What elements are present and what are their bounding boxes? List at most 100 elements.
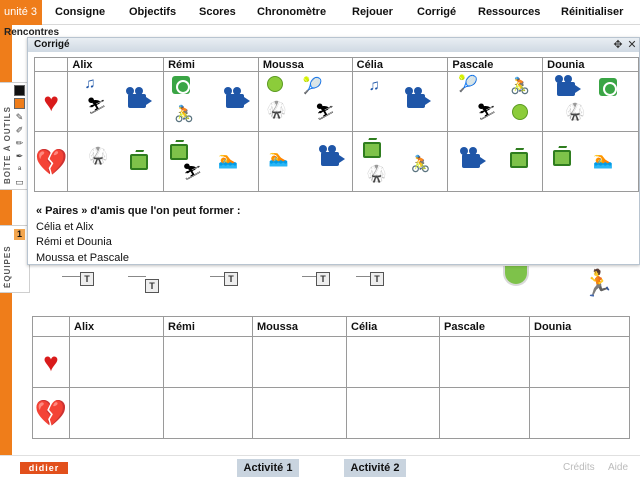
nav-consigne[interactable]: Consigne bbox=[55, 6, 106, 18]
activity-1-button[interactable]: Activité 1 bbox=[237, 459, 299, 477]
drop-zone-line bbox=[302, 276, 318, 277]
runner-icon[interactable]: 🏃 bbox=[582, 268, 615, 298]
drop-cell[interactable] bbox=[439, 336, 530, 388]
row-label-dislike: 💔 bbox=[32, 387, 70, 439]
vegetable-icon bbox=[512, 104, 529, 120]
teams-count-badge: 1 bbox=[14, 229, 25, 240]
nav-ressources[interactable]: Ressources bbox=[478, 6, 541, 18]
row-label-dislike: 💔 bbox=[33, 131, 69, 192]
exercise-table: Alix Rémi Moussa Célia Pascale Dounia ♥ … bbox=[32, 316, 630, 439]
nav-objectifs[interactable]: Objectifs bbox=[129, 6, 177, 18]
nav-corrige[interactable]: Corrigé bbox=[417, 6, 457, 18]
activity-2-button[interactable]: Activité 2 bbox=[344, 459, 406, 477]
drop-cell[interactable] bbox=[252, 336, 347, 388]
karate-icon: 🥋 bbox=[266, 102, 287, 119]
drop-cell[interactable] bbox=[439, 387, 530, 439]
television-icon bbox=[553, 150, 572, 166]
column-header: Célia bbox=[351, 57, 449, 72]
music-icon: ♫ bbox=[84, 75, 96, 92]
brush-icon[interactable]: ✒ bbox=[15, 151, 24, 161]
cyclist-icon: 🚴 bbox=[510, 78, 531, 95]
panel-titlebar[interactable]: Corrigé ✥ ✕ bbox=[28, 38, 639, 52]
skier-icon: ⛷ bbox=[86, 98, 107, 115]
drop-cell[interactable] bbox=[163, 336, 253, 388]
column-header: Rémi bbox=[163, 57, 259, 72]
footer: didier Activité 1 Activité 2 Crédits Aid… bbox=[0, 455, 640, 480]
move-icon[interactable]: ✥ bbox=[613, 39, 623, 51]
drop-cell[interactable] bbox=[346, 387, 440, 439]
tennis-player-icon: 🎾 bbox=[302, 78, 323, 95]
celia-dislikes: 🥋 🚴 bbox=[351, 131, 449, 192]
column-header: Alix bbox=[67, 57, 165, 72]
drop-zone-line bbox=[356, 276, 372, 277]
column-header: Pascale bbox=[439, 316, 530, 337]
card-tag[interactable]: T bbox=[80, 272, 94, 286]
panel-title: Corrigé bbox=[34, 39, 70, 50]
corner-cell bbox=[33, 57, 69, 72]
credits-link[interactable]: Crédits bbox=[563, 462, 595, 473]
column-header: Rémi bbox=[163, 316, 253, 337]
marker-icon[interactable]: ✏ bbox=[15, 138, 24, 148]
close-icon[interactable]: ✕ bbox=[627, 39, 637, 51]
celia-likes: ♫ bbox=[351, 71, 449, 132]
film-camera-icon bbox=[224, 87, 251, 108]
food-icon bbox=[599, 78, 618, 96]
drop-zone-line bbox=[128, 276, 146, 277]
broken-heart-icon: 💔 bbox=[35, 146, 68, 177]
row-label-like: ♥ bbox=[32, 336, 70, 388]
swimmer-icon: 🏊 bbox=[593, 152, 614, 169]
food-icon bbox=[172, 76, 191, 94]
drop-cell[interactable] bbox=[69, 336, 164, 388]
card-tag[interactable]: T bbox=[316, 272, 330, 286]
vegetable-icon bbox=[266, 76, 283, 92]
karate-icon: 🥋 bbox=[565, 104, 586, 121]
card-tag[interactable]: T bbox=[145, 279, 159, 293]
text-tool-icon[interactable]: ᵃ bbox=[17, 164, 22, 174]
pascale-dislikes bbox=[447, 131, 544, 192]
drop-cell[interactable] bbox=[529, 336, 630, 388]
karate-icon: 🥋 bbox=[366, 166, 387, 183]
nav-chronometre[interactable]: Chronomètre bbox=[257, 6, 327, 18]
card-tag[interactable]: T bbox=[370, 272, 384, 286]
drop-zone-line bbox=[62, 276, 82, 277]
answer-table: Alix Rémi Moussa Célia Pascale Dounia ♥ … bbox=[33, 57, 639, 192]
teams-label: ÉQUIPES bbox=[3, 245, 12, 288]
skier-icon: ⛷ bbox=[314, 104, 336, 121]
black-color-swatch[interactable] bbox=[14, 85, 25, 96]
skier-icon: ⛷ bbox=[182, 164, 203, 181]
pencil-icon[interactable]: ✎ bbox=[15, 112, 24, 122]
film-camera-icon bbox=[318, 145, 345, 166]
section-title: Rencontres bbox=[4, 27, 60, 38]
heart-icon: ♥ bbox=[43, 86, 59, 117]
remi-dislikes: ⛷ 🏊 bbox=[163, 131, 259, 192]
film-camera-icon bbox=[126, 87, 153, 108]
help-link[interactable]: Aide bbox=[608, 462, 629, 473]
music-icon: ♫ bbox=[368, 77, 380, 94]
tennis-player-icon: 🎾 bbox=[458, 76, 479, 93]
card-tag[interactable]: T bbox=[224, 272, 238, 286]
drop-cell[interactable] bbox=[346, 336, 440, 388]
vegetable-icon[interactable] bbox=[503, 266, 529, 286]
drop-cell[interactable] bbox=[163, 387, 253, 439]
drop-cell[interactable] bbox=[252, 387, 347, 439]
cyclist-icon: 🚴 bbox=[410, 156, 431, 173]
nav-scores[interactable]: Scores bbox=[199, 6, 236, 18]
nav-reinitialiser[interactable]: Réinitialiser bbox=[561, 6, 624, 18]
eraser-icon[interactable]: ▭ bbox=[15, 177, 24, 187]
toolbox-label: BOÎTE À OUTILS bbox=[3, 106, 12, 184]
row-label-like: ♥ bbox=[33, 71, 69, 132]
skier-icon: ⛷ bbox=[476, 104, 497, 121]
column-header: Dounia bbox=[542, 57, 639, 72]
orange-color-swatch[interactable] bbox=[14, 98, 25, 109]
dounia-dislikes: 🏊 bbox=[542, 131, 639, 192]
swimmer-icon: 🏊 bbox=[268, 150, 289, 167]
column-header: Moussa bbox=[257, 57, 353, 72]
nav-rejouer[interactable]: Rejouer bbox=[352, 6, 393, 18]
pen-icon[interactable]: ✐ bbox=[15, 125, 24, 135]
answer-heading: « Paires » d'amis que l'on peut former : bbox=[36, 205, 241, 217]
drop-cell[interactable] bbox=[529, 387, 630, 439]
drop-cell[interactable] bbox=[69, 387, 164, 439]
pascale-likes: 🎾 🚴 ⛷ bbox=[447, 71, 544, 132]
column-header: Alix bbox=[69, 316, 164, 337]
television-icon bbox=[362, 142, 381, 158]
